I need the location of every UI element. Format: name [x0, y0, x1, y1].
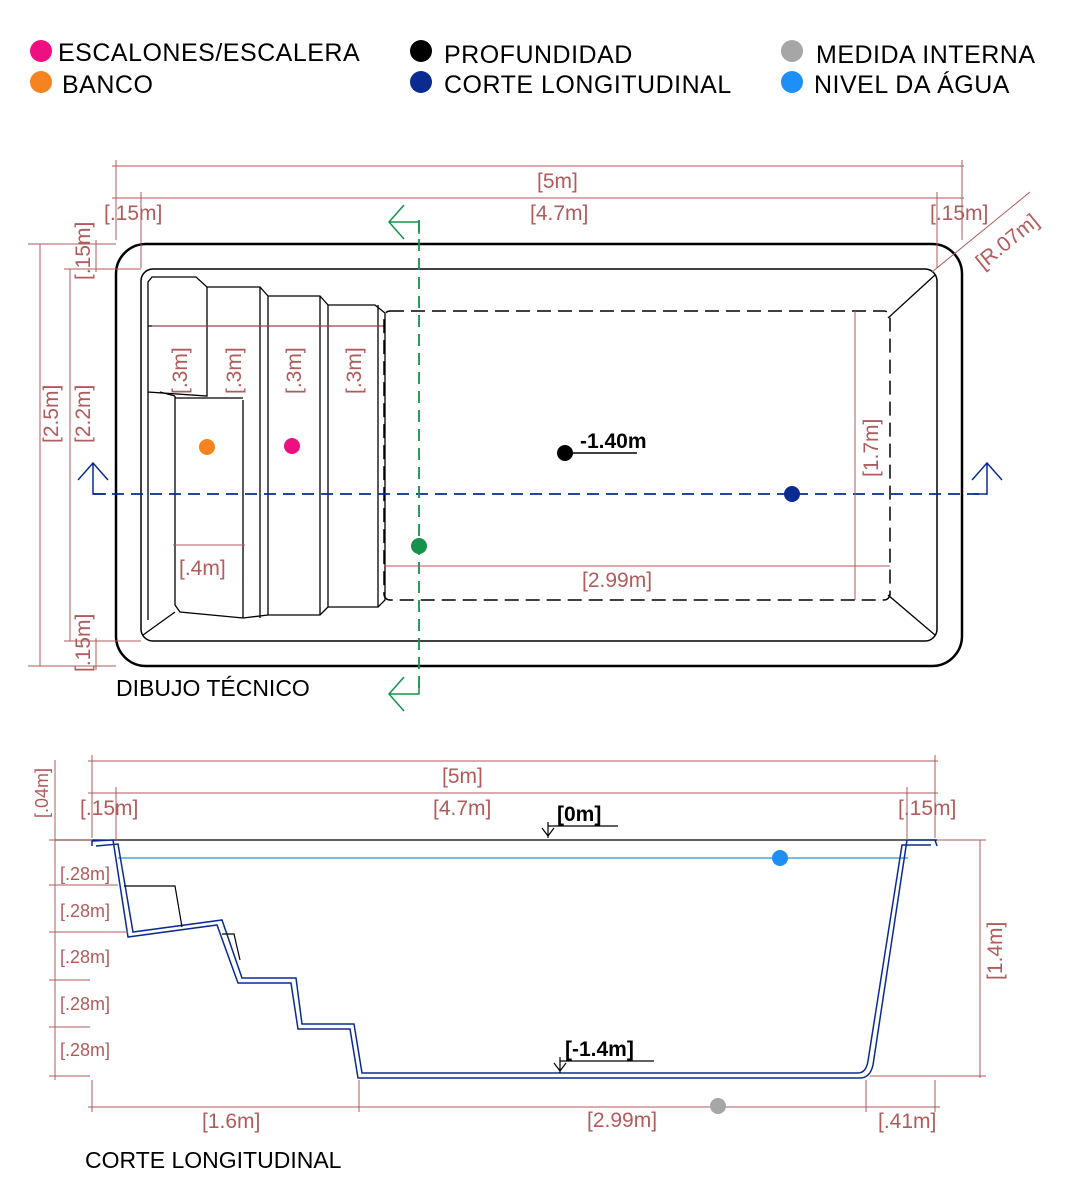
- section-dim-left-rim: [.15m]: [80, 797, 138, 820]
- plan-dim-floor-width: [1.7m]: [860, 419, 883, 477]
- section-dim-riser-3: [.28m]: [60, 947, 110, 967]
- depth-marker: [557, 445, 573, 461]
- plan-dim-total-length: [5m]: [537, 170, 578, 193]
- legend-dot-nivel: [781, 71, 803, 93]
- plan-dim-top-rim: [.15m]: [72, 222, 95, 280]
- plan-dim-total-width: [2.5m]: [40, 385, 63, 443]
- plan-dim-step-1: [.3m]: [169, 347, 192, 394]
- section-dim-riser-5: [.28m]: [60, 1040, 110, 1060]
- section-dimension-lines: [49, 755, 986, 1112]
- legend-label-escalones: ESCALONES/ESCALERA: [58, 39, 360, 67]
- section-dim-riser-1: [.28m]: [60, 864, 110, 884]
- legend-label-corte: CORTE LONGITUDINAL: [444, 71, 732, 99]
- plan-dim-step-2: [.3m]: [223, 347, 246, 394]
- plan-dim-right-rim: [.15m]: [930, 202, 988, 225]
- plan-caption: DIBUJO TÉCNICO: [116, 675, 310, 701]
- plan-dim-floor-length: [2.99m]: [582, 569, 652, 592]
- plan-dim-inner-width: [2.2m]: [72, 385, 95, 443]
- plan-dim-step-4: [.3m]: [343, 347, 366, 394]
- water-level-marker: [772, 850, 788, 866]
- level-zero-marker: [541, 822, 618, 838]
- section-dim-end-slope: [.41m]: [878, 1110, 936, 1133]
- section-dim-total-length: [5m]: [442, 765, 483, 788]
- plan-dimension-lines: [28, 160, 1031, 670]
- plan-view: -1.40m [5m] [4.7m] [.15: [28, 160, 1043, 712]
- section-arrow-left-icon: [77, 461, 109, 495]
- legend-label-banco: BANCO: [62, 71, 153, 99]
- cross-arrow-top-icon: [387, 204, 420, 240]
- pool-outer-edge: [114, 242, 964, 668]
- section-dim-floor-length: [2.99m]: [587, 1109, 657, 1132]
- legend-dot-escalones: [30, 40, 52, 62]
- pool-inner-rim: [140, 268, 938, 642]
- legend-label-profundidad: PROFUNDIDAD: [444, 41, 633, 69]
- legend: ESCALONES/ESCALERA BANCO PROFUNDIDAD COR…: [30, 39, 1036, 99]
- plan-dim-bottom-rim: [.15m]: [72, 614, 95, 672]
- legend-label-medida: MEDIDA INTERNA: [816, 41, 1036, 69]
- plan-dim-step-3: [.3m]: [283, 347, 306, 394]
- section-dim-depth: [1.4m]: [984, 922, 1007, 980]
- section-marker: [784, 486, 800, 502]
- plan-dim-inner-length: [4.7m]: [530, 202, 588, 225]
- internal-measure-marker: [710, 1098, 726, 1114]
- cross-section-marker: [411, 538, 427, 554]
- level-bottom-marker: [553, 1057, 654, 1073]
- level-bottom-label: [-1.4m]: [565, 1038, 634, 1061]
- steps-marker: [284, 438, 300, 454]
- depth-label: -1.40m: [580, 430, 647, 453]
- section-dim-right-rim: [.15m]: [898, 797, 956, 820]
- bench-marker: [199, 439, 215, 455]
- legend-dot-medida: [781, 40, 803, 62]
- section-view: [0m] [-1.4m]: [32, 755, 1007, 1173]
- pool-profile: [91, 839, 938, 1079]
- cross-arrow-bottom-icon: [387, 676, 420, 712]
- legend-dot-corte: [410, 71, 432, 93]
- legend-dot-profundidad: [410, 40, 432, 62]
- plan-dim-bench: [.4m]: [179, 557, 226, 580]
- section-dim-riser-4: [.28m]: [60, 994, 110, 1014]
- pool-floor-dashed: [383, 310, 891, 601]
- section-arrow-right-icon: [971, 461, 1003, 495]
- section-caption: CORTE LONGITUDINAL: [85, 1147, 342, 1173]
- legend-dot-banco: [30, 71, 52, 93]
- section-dim-inner-length: [4.7m]: [433, 797, 491, 820]
- legend-label-nivel: NIVEL DA ÁGUA: [814, 70, 1010, 99]
- steps-block: [147, 276, 386, 620]
- plan-dim-left-rim: [.15m]: [104, 202, 162, 225]
- level-zero-label: [0m]: [557, 803, 601, 826]
- section-dim-riser-2: [.28m]: [60, 901, 110, 921]
- section-dim-stairs-run: [1.6m]: [202, 1110, 260, 1133]
- section-dim-rim-height: [.04m]: [32, 768, 52, 818]
